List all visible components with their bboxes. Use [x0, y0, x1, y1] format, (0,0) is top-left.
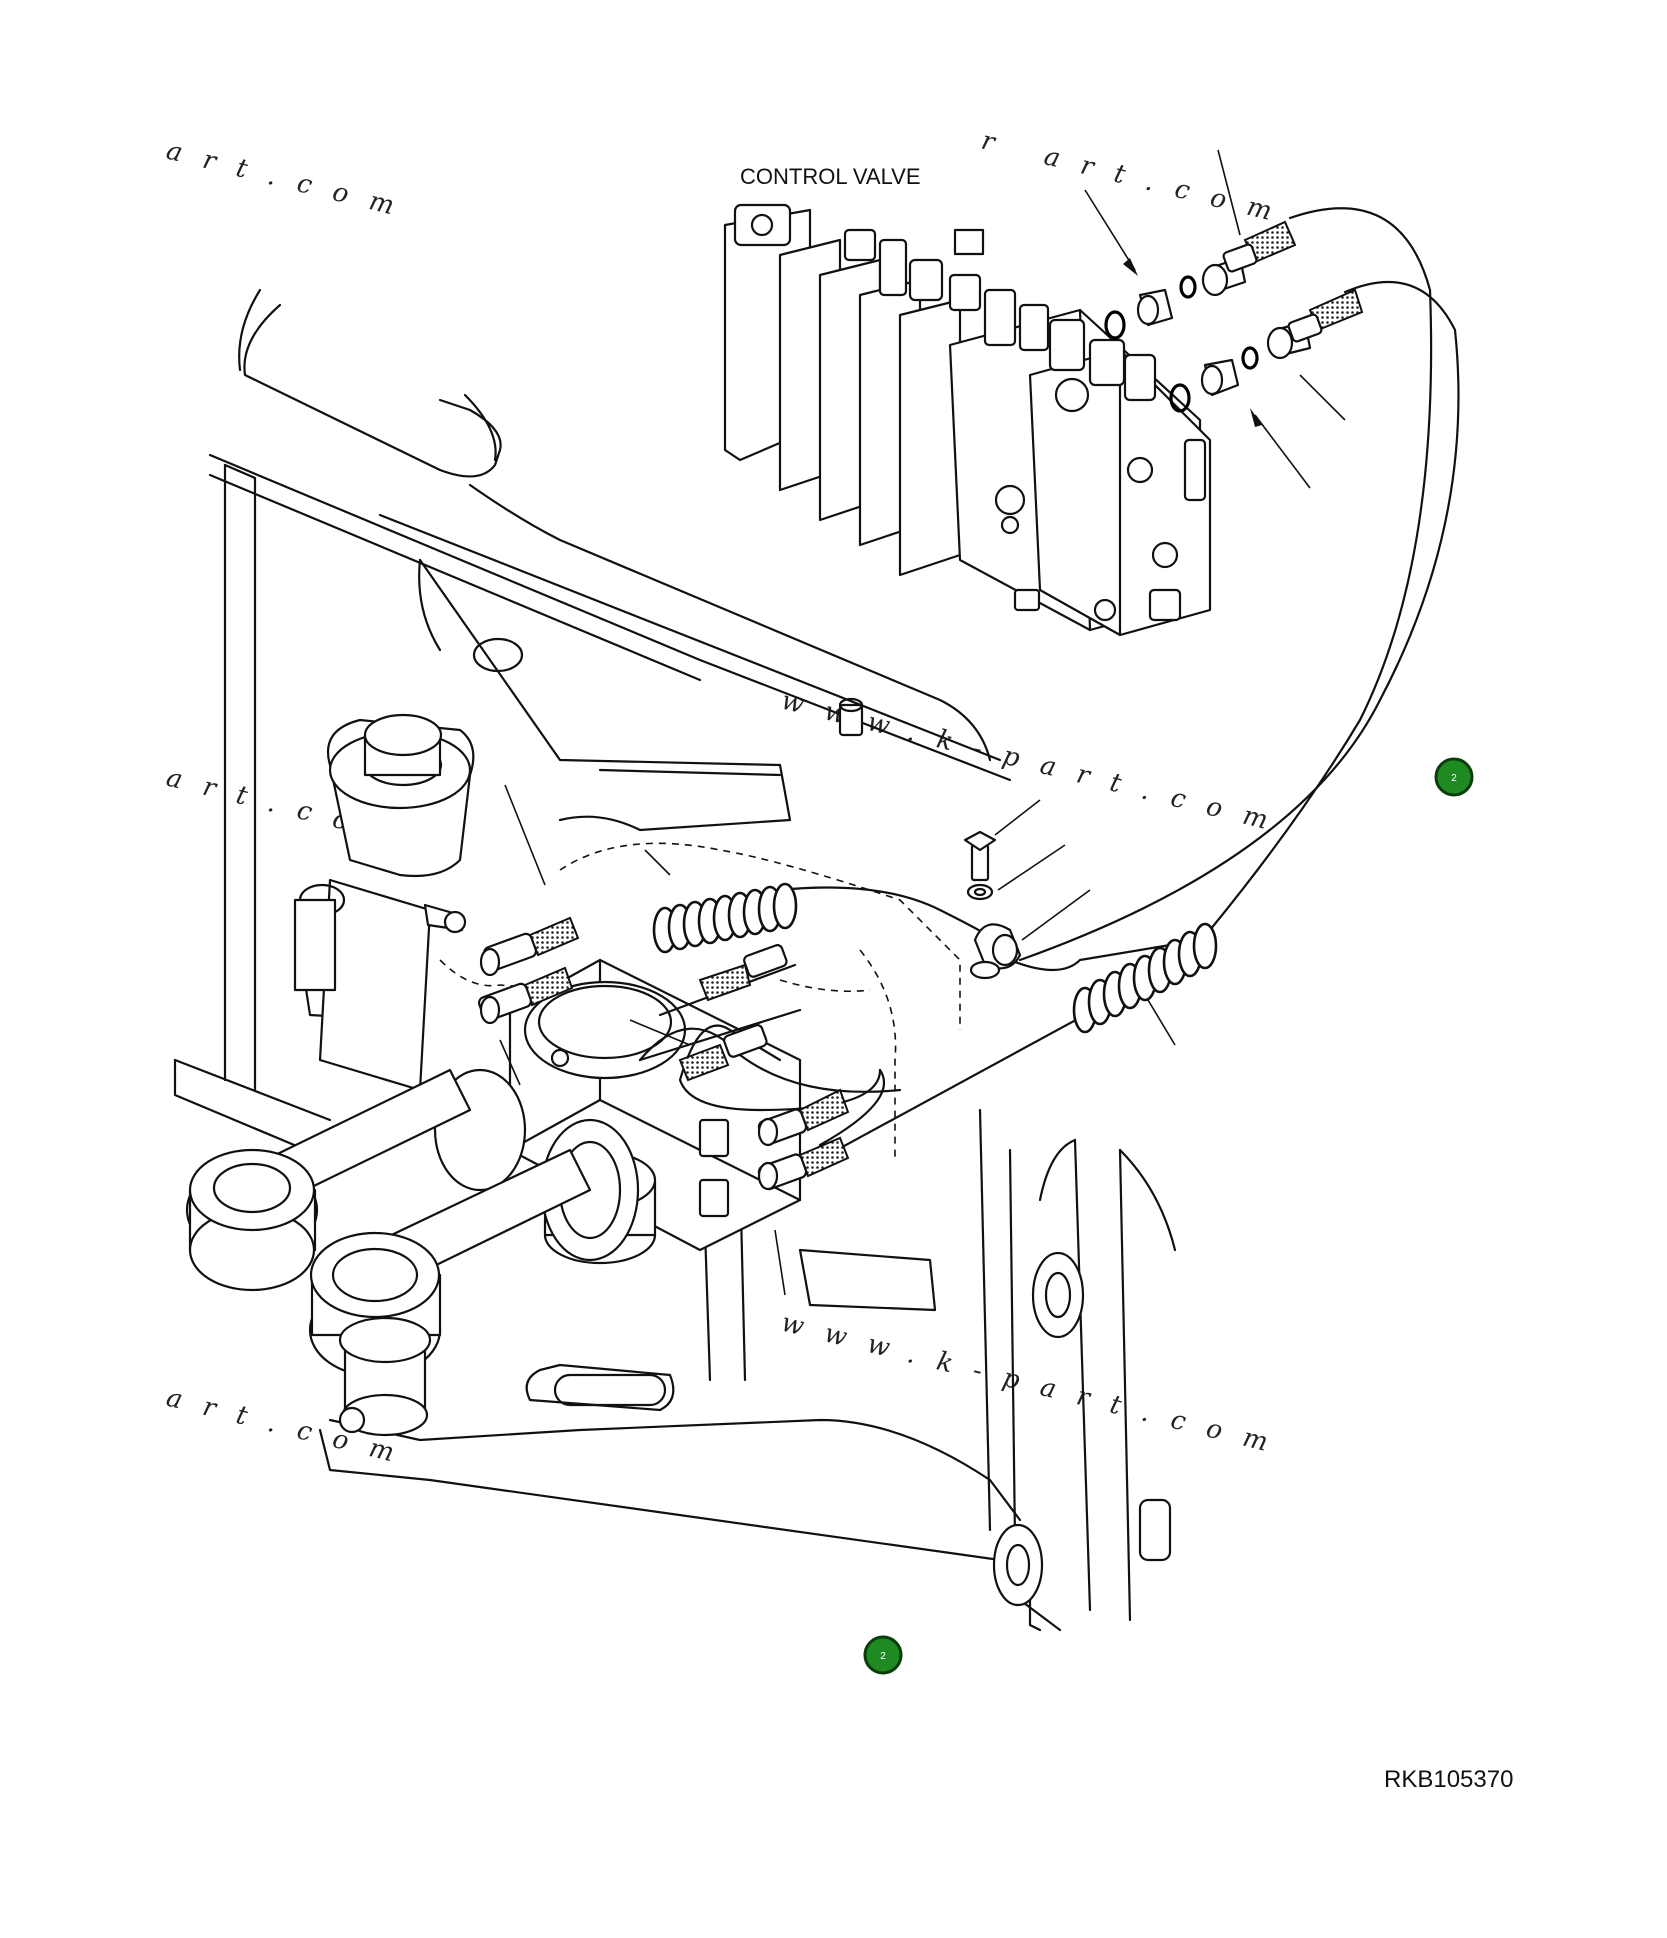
coil-spring-guard-1	[652, 882, 798, 954]
callout-badge-2-text: 2	[880, 1651, 886, 1662]
pivot-hose-fittings	[477, 916, 850, 1191]
callout-badge-1[interactable]: 2	[1434, 757, 1474, 797]
port-adapters	[1084, 149, 1346, 489]
watermark-5: www.k-part.com	[778, 1308, 1292, 1463]
pivot-assembly	[185, 697, 864, 1437]
control-valve: CONTROL VALVE	[723, 164, 1212, 637]
coil-spring-guard-2	[1072, 922, 1218, 1034]
hoses	[477, 207, 1460, 1296]
hidden-lines	[439, 842, 961, 1160]
callout-badge-2[interactable]: 2	[863, 1635, 903, 1675]
control-valve-label: CONTROL VALVE	[740, 164, 921, 189]
drawing-code: RKB105370	[1384, 1766, 1513, 1793]
valve-top-fittings	[733, 203, 1207, 622]
hose-clamp	[963, 799, 1091, 980]
watermark-1: art.com	[163, 136, 418, 227]
callout-badge-1-text: 2	[1451, 773, 1457, 784]
watermark-2: r art.com	[978, 126, 1296, 233]
